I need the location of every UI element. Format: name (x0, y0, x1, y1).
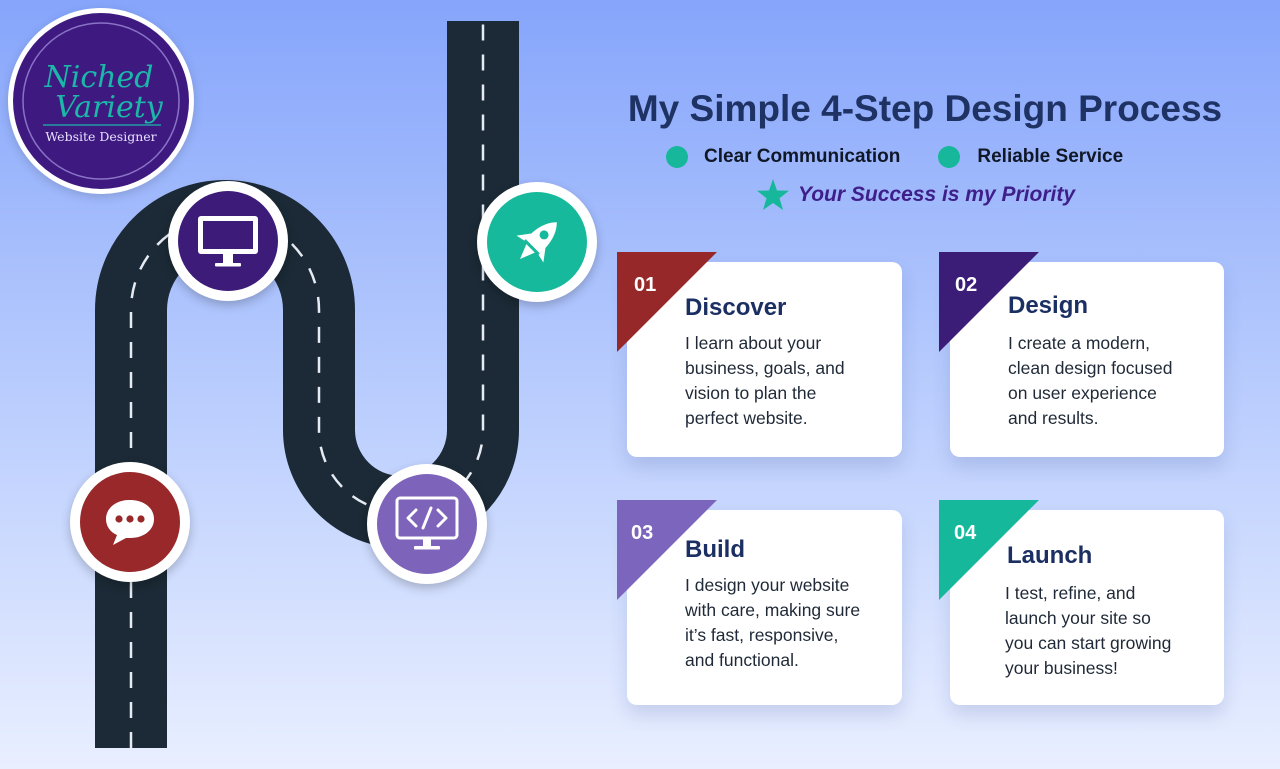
brand-logo: Niched Variety Website Designer (8, 8, 194, 194)
step-number-03: 03 (631, 522, 654, 544)
bullet-clear-communication: Clear Communication (704, 146, 901, 167)
logo-line-2: Variety (55, 90, 164, 125)
text-line: vision to plan the (685, 383, 817, 403)
chat-bubble-icon (106, 500, 154, 545)
step-title-launch: Launch (1007, 542, 1093, 569)
text-line: business, goals, and (685, 358, 845, 378)
text-line: it’s fast, responsive, (685, 625, 839, 645)
teal-dot-icon (666, 146, 688, 168)
road-node-monitor (168, 181, 288, 301)
priority-text: Your Success is my Priority (798, 183, 1076, 206)
step-text-design: I create a modern, clean design focused … (1008, 331, 1172, 431)
text-line: on user experience (1008, 383, 1157, 403)
rocket-icon (516, 222, 557, 263)
teal-dot-icon (938, 146, 961, 168)
text-line: perfect website. (685, 408, 808, 428)
step-number-04: 04 (954, 522, 977, 544)
text-line: I learn about your (685, 333, 822, 353)
monitor-icon (198, 216, 258, 267)
step-text-build: I design your website with care, making … (685, 573, 860, 673)
priority-tagline: Your Success is my Priority (756, 178, 1075, 212)
step-tab-01 (617, 252, 717, 352)
text-line: clean design focused (1008, 358, 1173, 378)
step-text-launch: I test, refine, and launch your site so … (1005, 581, 1171, 681)
text-line: I design your website (685, 575, 850, 595)
text-line: and results. (1008, 408, 1099, 428)
logo-line-3: Website Designer (45, 129, 156, 144)
logo-emblem: Niched Variety Website Designer (22, 22, 180, 180)
road-node-chat (70, 462, 190, 582)
road-node-code (367, 464, 487, 584)
step-title-discover: Discover (685, 294, 787, 321)
step-text-discover: I learn about your business, goals, and … (685, 331, 845, 431)
step-number-01: 01 (634, 274, 657, 296)
logo-line-1: Niched (44, 60, 154, 95)
step-title-design: Design (1008, 292, 1089, 319)
rocket-disc (487, 192, 587, 292)
text-line: you can start growing (1005, 633, 1172, 653)
step-tab-04 (939, 500, 1039, 600)
step-tab-02 (939, 252, 1039, 352)
star-icon (757, 179, 789, 210)
text-line: and functional. (685, 650, 799, 670)
chat-disc (80, 472, 180, 572)
text-line: with care, making sure (685, 600, 861, 620)
code-monitor-icon (395, 496, 459, 550)
code-disc (377, 474, 477, 574)
bullet-reliable-service: Reliable Service (977, 146, 1124, 167)
road-node-rocket (477, 182, 597, 302)
page-title: My Simple 4-Step Design Process (627, 88, 1223, 129)
text-line: your business! (1005, 658, 1118, 678)
step-tab-03 (617, 500, 717, 600)
bullet-row: Clear Communication Reliable Service (666, 146, 1123, 168)
step-number-02: 02 (955, 274, 978, 296)
text-line: I create a modern, (1008, 333, 1151, 353)
text-line: launch your site so (1005, 608, 1151, 628)
text-line: I test, refine, and (1005, 583, 1136, 603)
step-title-build: Build (685, 536, 745, 563)
monitor-disc (178, 191, 278, 291)
